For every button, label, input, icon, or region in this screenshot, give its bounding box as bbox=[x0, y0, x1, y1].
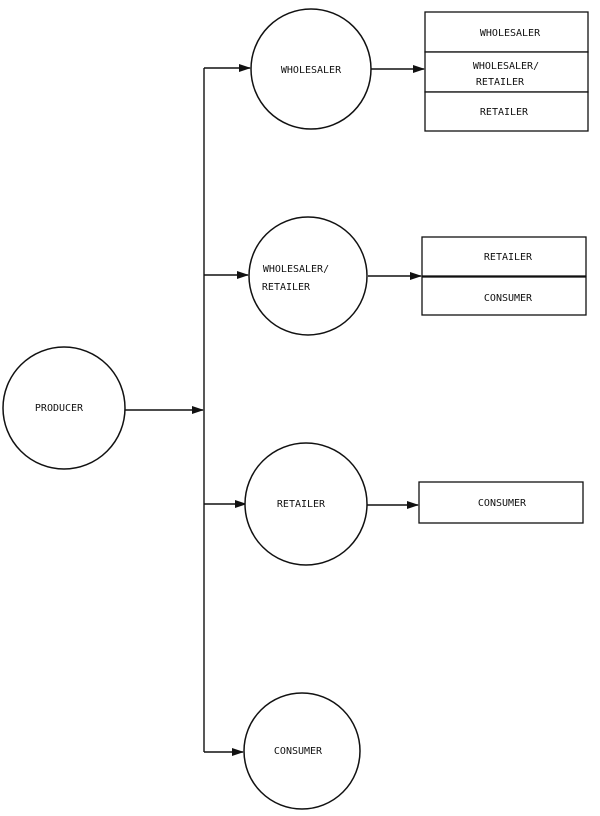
wholesaler-node-label: WHOLESALER bbox=[281, 65, 342, 76]
destination-label-consumer: CONSUMER bbox=[478, 498, 527, 509]
wholesaler-node: WHOLESALER bbox=[250, 8, 372, 130]
destination-box-consumer bbox=[418, 481, 584, 524]
destination-box-wholesaler bbox=[424, 11, 589, 53]
destination-label-retailer: RETAILER bbox=[484, 252, 533, 263]
retailer-destinations: CONSUMER bbox=[418, 481, 584, 524]
destination-box-consumer bbox=[421, 276, 587, 316]
wholesaler-retailer-destinations: RETAILER CONSUMER bbox=[421, 236, 587, 316]
destination-label-wholesaler-retailer-line2: RETAILER bbox=[476, 77, 525, 88]
destination-box-retailer bbox=[424, 91, 589, 132]
retailer-node: RETAILER bbox=[244, 442, 368, 566]
wholesaler-retailer-node-label-line2: RETAILER bbox=[262, 282, 311, 293]
wholesaler-retailer-node: WHOLESALER/ RETAILER bbox=[248, 216, 368, 336]
producer-node: PRODUCER bbox=[2, 346, 126, 470]
retailer-node-label: RETAILER bbox=[277, 499, 326, 510]
consumer-node-label: CONSUMER bbox=[274, 746, 323, 757]
consumer-node: CONSUMER bbox=[243, 692, 361, 810]
destination-label-wholesaler: WHOLESALER bbox=[480, 28, 541, 39]
wholesaler-destinations: WHOLESALER WHOLESALER/ RETAILER RETAILER bbox=[424, 11, 589, 132]
destination-label-wholesaler-retailer-line1: WHOLESALER/ bbox=[473, 61, 539, 72]
destination-label-retailer: RETAILER bbox=[480, 107, 529, 118]
destination-label-consumer: CONSUMER bbox=[484, 293, 533, 304]
wholesaler-retailer-node-label-line1: WHOLESALER/ bbox=[263, 264, 329, 275]
destination-box-wholesaler-retailer bbox=[424, 51, 589, 93]
producer-label: PRODUCER bbox=[35, 403, 84, 414]
destination-box-retailer bbox=[421, 236, 587, 277]
